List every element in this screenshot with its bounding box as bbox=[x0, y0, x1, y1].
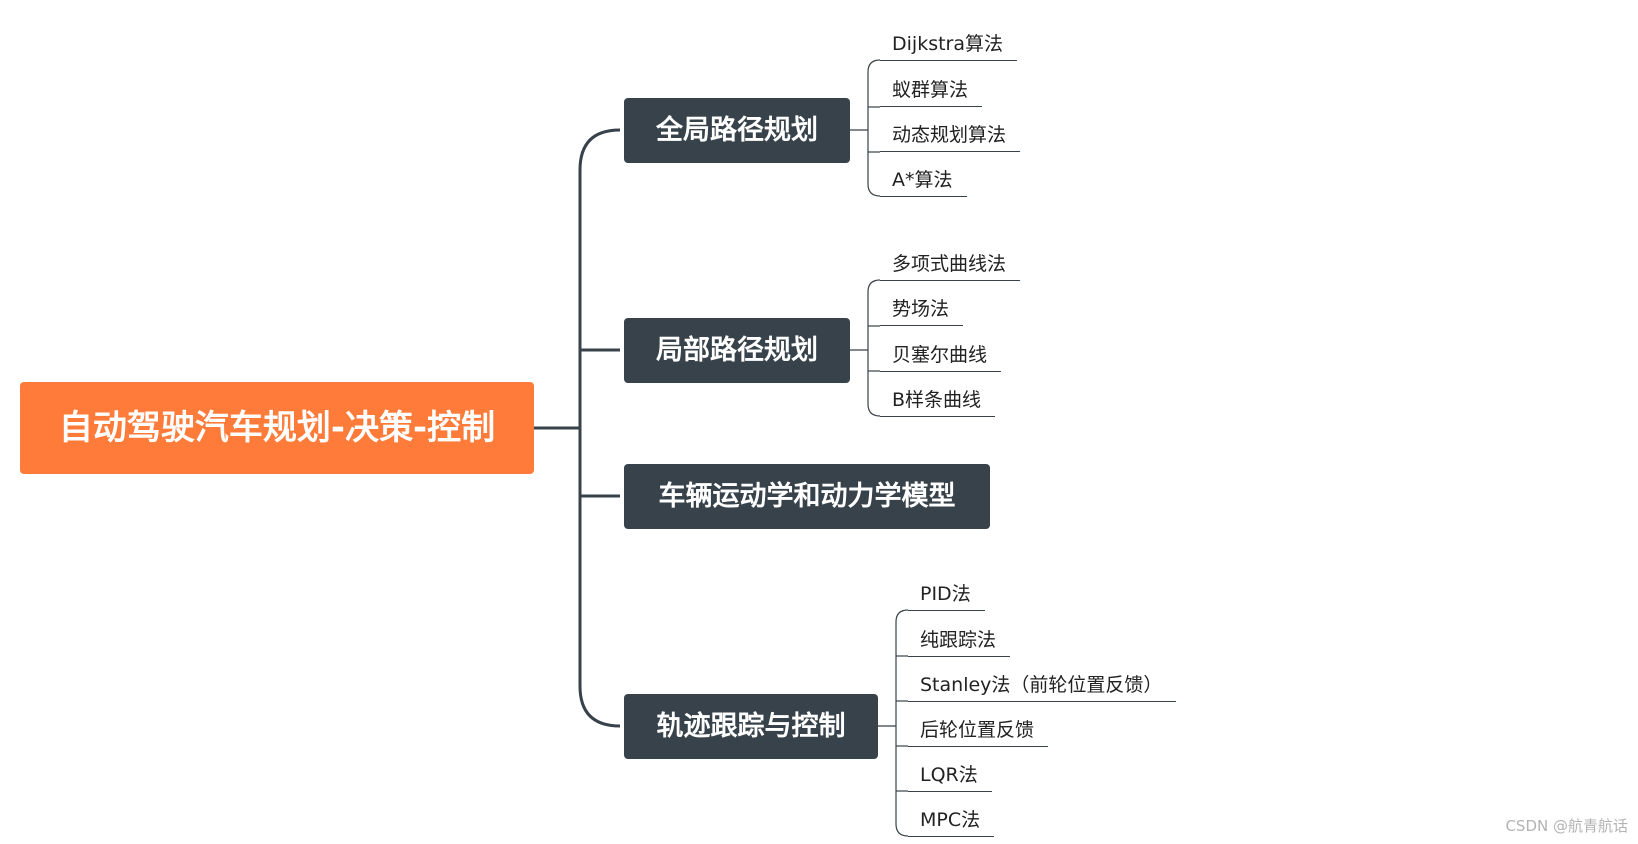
spine-connector bbox=[578, 128, 621, 728]
branch-node-tracking-control[interactable]: 轨迹跟踪与控制 bbox=[624, 694, 878, 759]
leaf-node[interactable]: MPC法 bbox=[908, 803, 995, 837]
watermark-text: CSDN @航青航话 bbox=[1505, 817, 1628, 835]
leaf-node[interactable]: A*算法 bbox=[880, 163, 967, 197]
branch-node-vehicle-model[interactable]: 车辆运动学和动力学模型 bbox=[624, 464, 990, 529]
branch-node-local-planning[interactable]: 局部路径规划 bbox=[624, 318, 850, 383]
leaf-node[interactable]: B样条曲线 bbox=[880, 383, 996, 417]
leaf-node[interactable]: PID法 bbox=[908, 577, 985, 611]
leaf-node[interactable]: Dijkstra算法 bbox=[880, 27, 1017, 61]
leaf-node[interactable]: 多项式曲线法 bbox=[880, 247, 1021, 281]
leaf-node[interactable]: LQR法 bbox=[908, 758, 992, 792]
branch-node-global-planning[interactable]: 全局路径规划 bbox=[624, 98, 850, 163]
leaf-bracket-4 bbox=[895, 609, 909, 837]
leaf-node[interactable]: 动态规划算法 bbox=[880, 118, 1021, 152]
leaf-node[interactable]: 后轮位置反馈 bbox=[908, 713, 1049, 747]
leaf-bracket-1 bbox=[867, 59, 881, 197]
leaf-node[interactable]: 贝塞尔曲线 bbox=[880, 338, 1002, 372]
leaf-node[interactable]: 势场法 bbox=[880, 292, 964, 326]
leaf-node[interactable]: Stanley法（前轮位置反馈） bbox=[908, 668, 1177, 702]
leaf-node[interactable]: 纯跟踪法 bbox=[908, 623, 1011, 657]
leaf-bracket-2 bbox=[867, 279, 881, 417]
leaf-node[interactable]: 蚁群算法 bbox=[880, 73, 983, 107]
root-node[interactable]: 自动驾驶汽车规划-决策-控制 bbox=[20, 382, 534, 474]
